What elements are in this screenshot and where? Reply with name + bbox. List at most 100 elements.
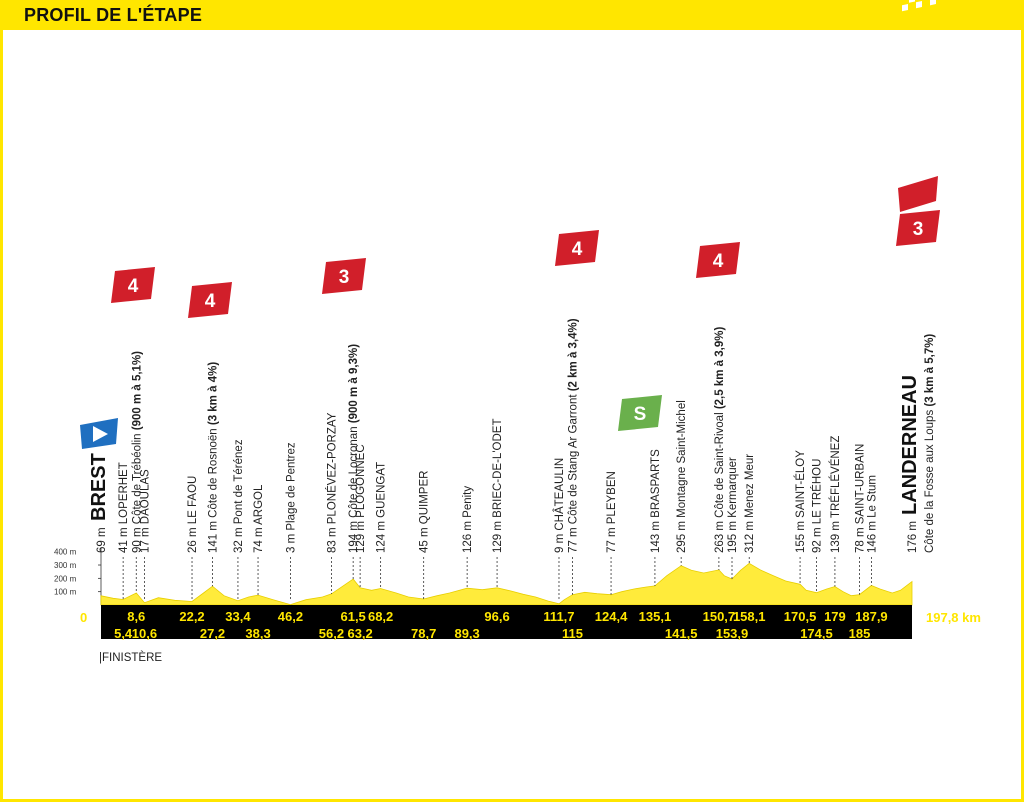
intermediate-sprint-badge: S [618,395,662,431]
waypoint-text: 155 m SAINT-ÉLOY [794,450,807,553]
waypoint-label: 146 m Le Stum [866,475,878,553]
km-marker-top: 46,2 [278,609,303,624]
km-marker-bottom: 56,2 [319,626,344,641]
waypoint-text: 295 m Montagne Saint-Michel [676,400,688,553]
waypoint-text: 92 m LE TRÉHOU [810,459,823,553]
waypoint-text: 90 m Côte de Trébéolin (900 m à 5,1%) [131,351,143,553]
km-marker-top: 33,4 [225,609,251,624]
waypoint-text: 9 m CHÂTEAULIN [553,458,566,553]
waypoint-text: 126 m Penity [462,486,474,553]
climb-category-badge: 4 [696,242,740,278]
waypoint-text: 83 m PLONÉVEZ-PORZAY [325,412,338,553]
km-marker-top: 187,9 [855,609,888,624]
climb-category-badge-shape [896,210,940,246]
elevation-area [100,562,913,606]
waypoint-text: 312 m Menez Meur [744,454,756,553]
waypoint-label: 3 m Plage de Pentrez [285,442,297,553]
km-marker-top: 8,6 [127,609,145,624]
waypoint-text: 26 m LE FAOU [187,476,199,553]
waypoint-text: 146 m Le Stum [866,475,878,553]
km-marker-top: 170,5 [784,609,817,624]
waypoint-text: 129 m BRIEC-DE-L'ODET [492,419,504,553]
km-marker-bottom: 63,2 [347,626,372,641]
waypoint-text: 194 m Côte de Locronan (900 m à 9,3%) [348,344,360,553]
km-marker-bottom: 78,7 [411,626,436,641]
flag-square [909,0,915,3]
waypoint-label: 83 m PLONÉVEZ-PORZAY [325,412,338,553]
climb-category-badge: 4 [188,282,232,318]
km-marker-bottom: 38,3 [245,626,270,641]
y-tick-label: 300 m [54,561,77,570]
waypoint-label: 139 m TRÉFLÉVÉNEZ [829,436,842,553]
waypoint-label: 126 m Penity [462,486,474,553]
waypoint-text: 78 m SAINT-URBAIN [855,444,867,553]
km-marker-bottom: 10,6 [132,626,157,641]
climb-category-badge: 4 [555,230,599,266]
climb-category-badge-text: 4 [205,291,216,312]
flag-square [902,3,908,12]
climb-category-badge: 3 [322,258,366,294]
waypoint-text: 124 m GUENGAT [376,462,388,553]
waypoint-label: 155 m SAINT-ÉLOY [794,450,807,553]
waypoint-label-secondary: Côte de la Fosse aux Loups (3 km à 5,7%) [924,334,936,553]
waypoint-label: 32 m Pont de Térénez [233,439,245,553]
waypoint-text: Côte de la Fosse aux Loups (3 km à 5,7%) [924,334,936,553]
climb-category-badge-text: 4 [128,276,139,297]
total-distance-label: 197,8 km [926,610,981,625]
km-marker-bottom: 185 [849,626,871,641]
waypoint-text: 3 m Plage de Pentrez [285,442,297,553]
climb-detail: (2 km à 3,4%) [568,318,580,394]
km-marker-bottom: 89,3 [454,626,479,641]
climb-category-badge-shape [188,282,232,318]
km-marker-bottom: 27,2 [200,626,225,641]
waypoint-label: 195 m Kermarquer [727,457,739,553]
km-marker-top: 179 [824,609,846,624]
waypoint-text: 77 m Côte de Stang Ar Garront (2 km à 3,… [568,318,580,553]
climb-category-badge-text: 3 [913,219,924,240]
climb-category-badge: 3 [896,210,940,246]
climb-category-badge-shape [322,258,366,294]
y-tick-label: 400 m [54,548,77,557]
intermediate-sprint-badge-shape [618,395,662,431]
waypoint-text: 77 m PLEYBEN [606,471,618,553]
finish-flag-icon [898,0,938,212]
km-marker-top: 61,5 [340,609,365,624]
waypoint-label: 45 m QUIMPER [419,471,431,553]
climb-category-badge-text: 4 [572,239,583,260]
waypoint-label: 77 m Côte de Stang Ar Garront (2 km à 3,… [568,318,580,553]
waypoint-label: 295 m Montagne Saint-Michel [676,400,688,553]
km-marker-bottom: 153,9 [716,626,749,641]
waypoint-label: 129 m BRIEC-DE-L'ODET [492,419,504,553]
climb-category-badge: 4 [111,267,155,303]
waypoint-label: 9 m CHÂTEAULIN [553,458,566,553]
climb-category-badge-shape [555,230,599,266]
department-label: |FINISTÈRE [99,651,162,664]
start-badge [80,418,118,449]
waypoint-text: 176 m [907,521,919,553]
km-marker-top: 68,2 [368,609,393,624]
waypoint-text: 129 m PLOGONNEC [355,444,367,553]
climb-detail: (2,5 km à 3,9%) [714,327,726,413]
waypoint-text: 139 m TRÉFLÉVÉNEZ [829,436,842,553]
waypoint-label: 77 m PLEYBEN [606,471,618,553]
km-marker-top: 111,7 [543,609,574,624]
waypoint-text: 17 m DAOULAS [139,469,151,553]
zero-label: 0 [80,610,87,625]
waypoint-text: 45 m QUIMPER [419,471,431,553]
waypoint-text: 41 m LOPERHET [118,462,130,553]
waypoint-label: 141 m Côte de Rosnoën (3 km à 4%) [208,362,220,553]
page-title: PROFIL DE L'ÉTAPE [24,5,203,25]
finish-flag-shape [898,176,938,212]
waypoint-text: 141 m Côte de Rosnoën (3 km à 4%) [208,362,220,553]
waypoint-label: 17 m DAOULAS [139,469,151,553]
km-marker-top: 22,2 [179,609,204,624]
waypoint-label: 92 m LE TRÉHOU [810,459,823,553]
waypoint-text: 143 m BRASPARTS [650,449,662,553]
waypoint-text: 69 m [96,527,108,553]
km-marker-top: 150,7 [703,609,736,624]
waypoint-label: 129 m PLOGONNEC [355,444,367,553]
climb-detail: (900 m à 9,3%) [348,344,360,427]
